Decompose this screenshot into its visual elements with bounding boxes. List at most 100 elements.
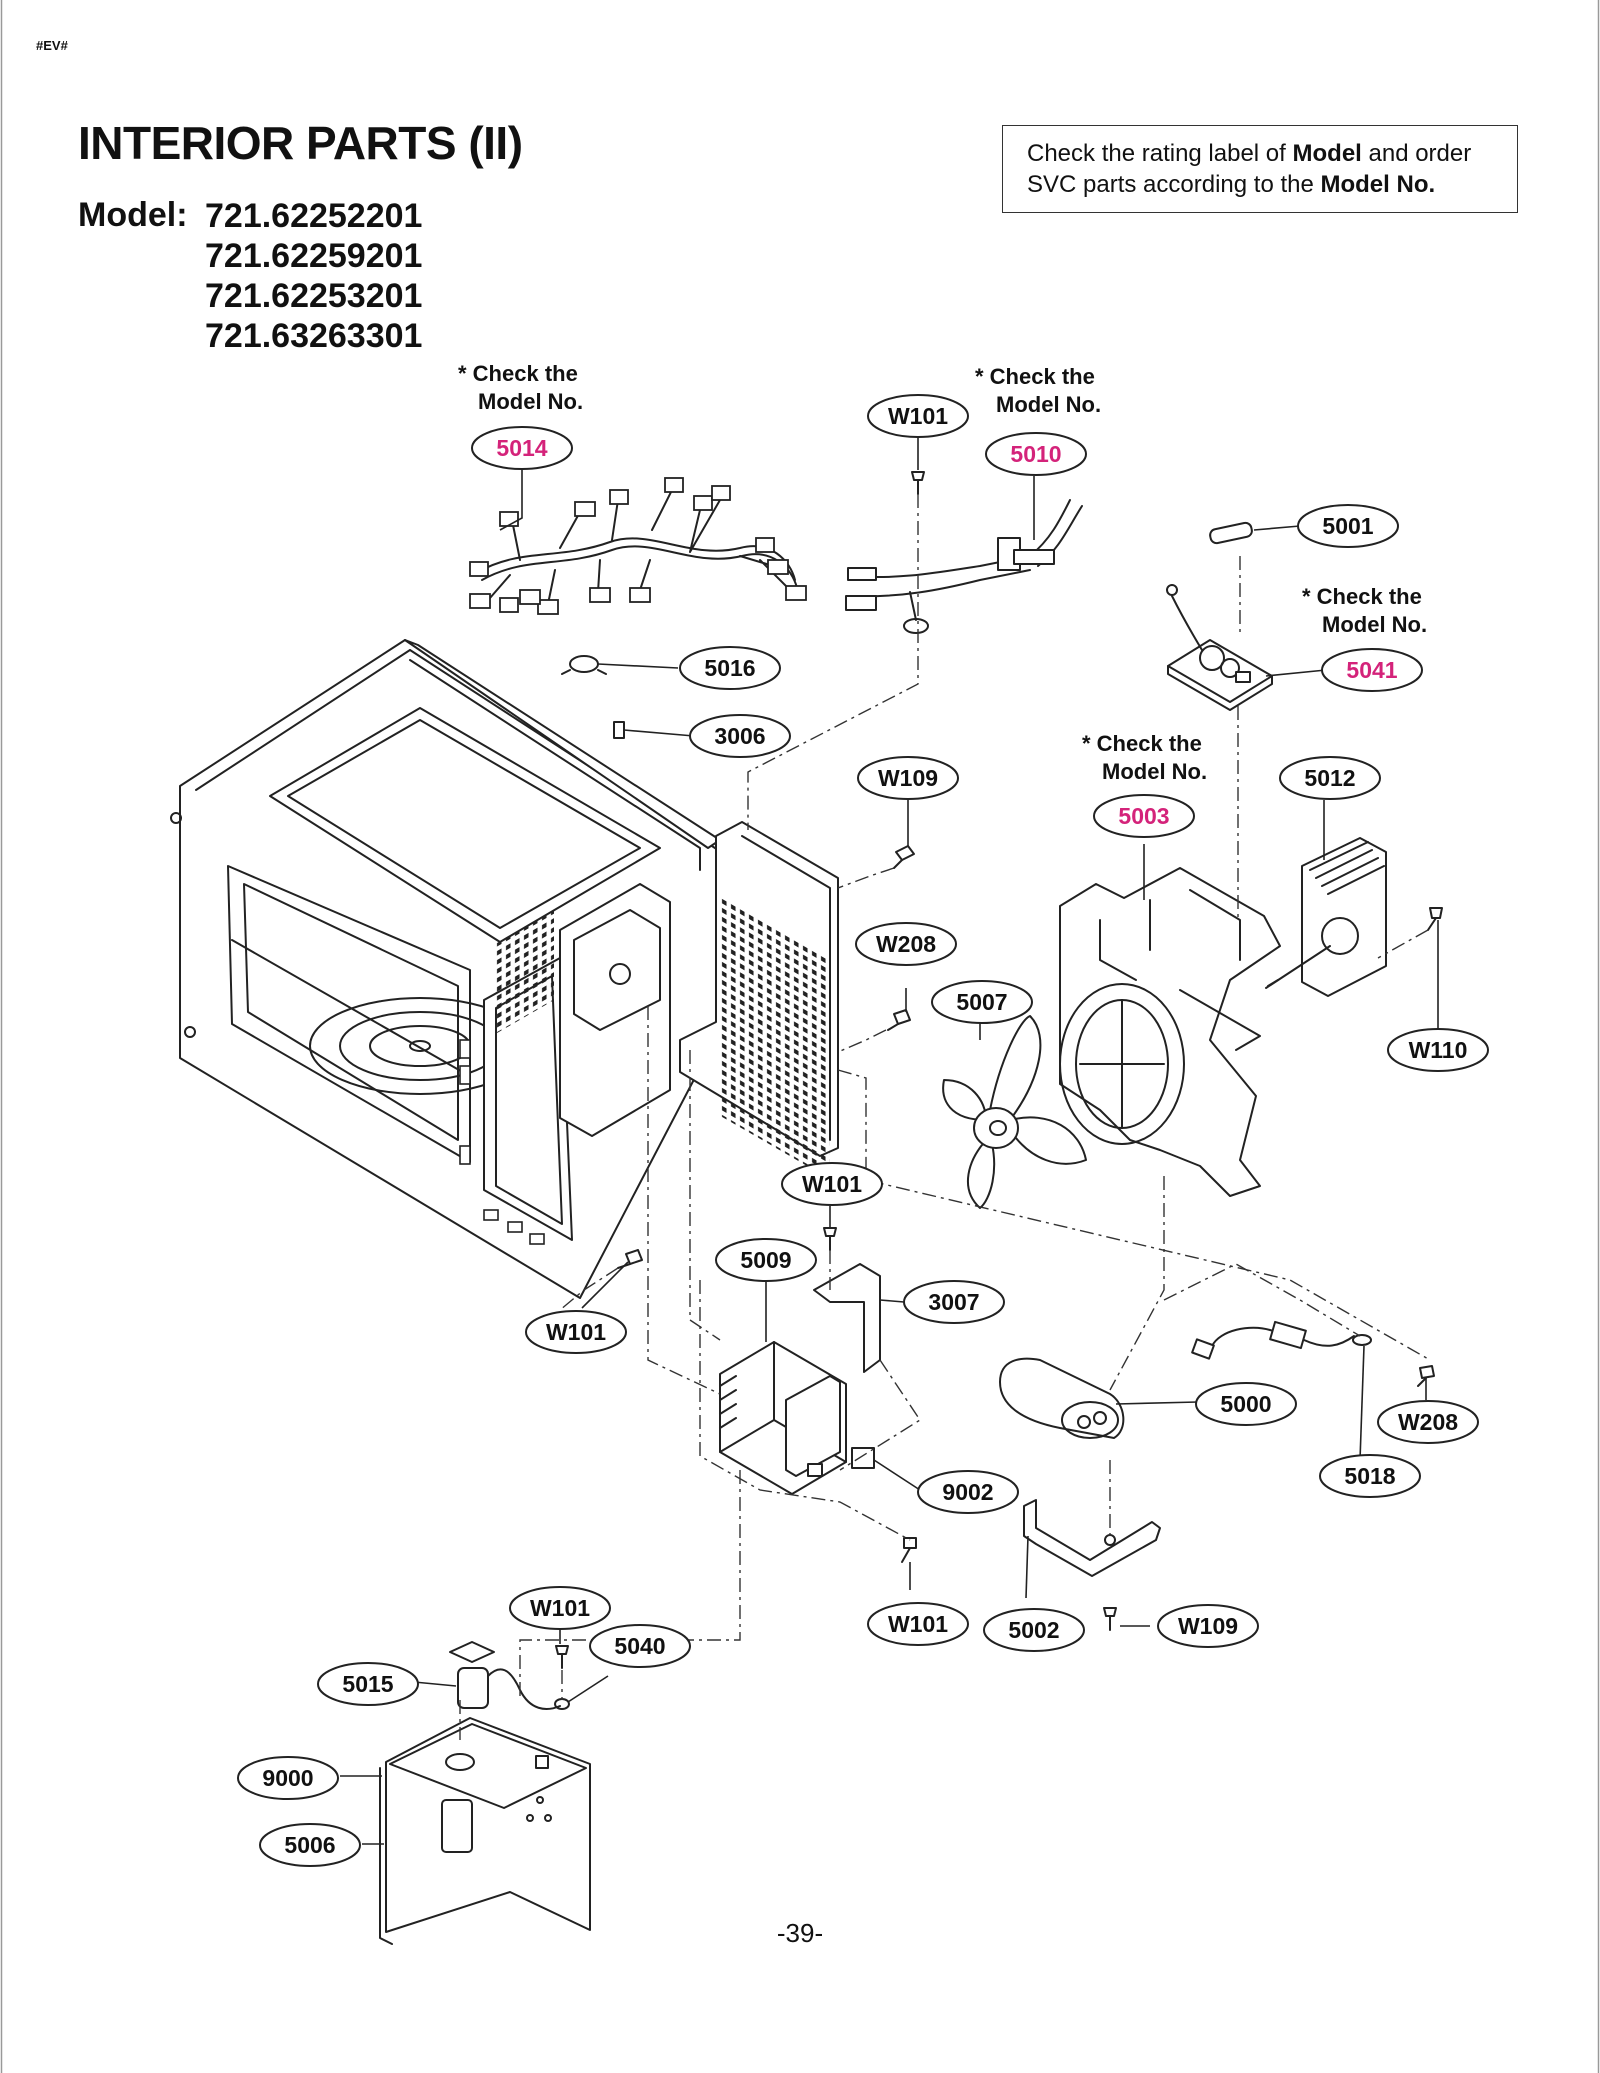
screw-icon — [1103, 1607, 1117, 1631]
model-number: 721.62252201 — [205, 197, 423, 235]
part-callout-9000: 9000 — [237, 1756, 339, 1800]
model-number: 721.63263301 — [205, 317, 423, 355]
model-note-line: Model No. — [996, 392, 1101, 417]
callout-label: 5006 — [284, 1832, 335, 1858]
screw-icon — [555, 1645, 569, 1669]
model-note-line: * Check the — [1302, 584, 1422, 609]
model-number: 721.62259201 — [205, 237, 423, 275]
model-note-line: * Check the — [975, 364, 1095, 389]
callout-label: 5000 — [1220, 1391, 1271, 1417]
screw-icon — [823, 1227, 837, 1251]
callout-label: W208 — [876, 931, 936, 957]
callout-label: W208 — [1398, 1409, 1458, 1435]
part-callout-5003: 5003 — [1093, 794, 1195, 838]
capacitor-bracket-drawing — [1023, 1499, 1161, 1577]
page-title: INTERIOR PARTS (II) — [78, 117, 523, 169]
model-note-line: * Check the — [458, 361, 578, 386]
callout-label: 5009 — [740, 1247, 791, 1273]
fan-motor-bracket-drawing — [1059, 867, 1281, 1197]
part-callout-5040: 5040 — [589, 1624, 691, 1668]
screw-icon — [887, 1009, 911, 1031]
model-number: 721.62253201 — [205, 277, 423, 315]
part-callout-5002: 5002 — [983, 1608, 1085, 1652]
callout-label: 5018 — [1344, 1463, 1395, 1489]
callout-label: W101 — [530, 1595, 590, 1621]
part-callout-5006: 5006 — [259, 1823, 361, 1867]
diode-drawing — [1191, 1320, 1372, 1360]
screw-icon — [893, 845, 915, 869]
part-callout-w101: W101 — [781, 1162, 883, 1206]
screw-icon — [1427, 907, 1443, 931]
callout-label: 5041 — [1346, 657, 1397, 683]
part-callout-w109: W109 — [857, 756, 959, 800]
callout-label: 3007 — [928, 1289, 979, 1315]
callout-label: 5014 — [496, 435, 547, 461]
part-callout-5041: 5041 — [1321, 648, 1423, 692]
magnetron-drawing — [719, 1341, 847, 1495]
callout-label: 3006 — [714, 723, 765, 749]
thermostat-drawing — [561, 655, 607, 675]
cavity-assembly-drawing — [170, 639, 839, 1299]
part-callout-w109: W109 — [1157, 1604, 1259, 1648]
part-callout-w101: W101 — [509, 1586, 611, 1630]
part-callout-5007: 5007 — [931, 980, 1033, 1024]
screw-icon — [617, 1249, 643, 1269]
callout-label: 5016 — [704, 655, 755, 681]
document-tag: #EV# — [36, 38, 68, 53]
part-callout-w208: W208 — [855, 922, 957, 966]
model-list: 721.62252201 721.62259201 721.62253201 7… — [205, 196, 422, 356]
drive-motor-drawing — [449, 1641, 495, 1709]
page-number: -39- — [776, 1918, 824, 1948]
callout-label: W109 — [1178, 1613, 1238, 1639]
part-callout-5018: 5018 — [1319, 1454, 1421, 1498]
model-note-line: Model No. — [1102, 759, 1207, 784]
part-callout-w208: W208 — [1377, 1400, 1479, 1444]
callout-label: 5003 — [1118, 803, 1169, 829]
magnetron-bracket-drawing — [813, 1263, 881, 1373]
callout-label: W109 — [878, 765, 938, 791]
callout-label: W101 — [888, 1611, 948, 1637]
cover-assembly-drawing — [379, 1717, 591, 1945]
wire-harness-drawing — [469, 477, 807, 615]
screw-icon — [1417, 1365, 1435, 1387]
clip-drawing — [613, 721, 625, 739]
model-label: Model: — [78, 196, 188, 234]
part-callout-5001: 5001 — [1297, 504, 1399, 548]
callout-label: 5001 — [1322, 513, 1373, 539]
callout-label: 5012 — [1304, 765, 1355, 791]
callout-label: 5007 — [956, 989, 1007, 1015]
callout-label: 5002 — [1008, 1617, 1059, 1643]
callout-label: 5040 — [614, 1633, 665, 1659]
power-cord-harness-drawing — [845, 499, 1083, 634]
part-callout-9002: 9002 — [917, 1470, 1019, 1514]
part-callout-3006: 3006 — [689, 714, 791, 758]
screw-icon — [911, 471, 925, 495]
part-callout-5016: 5016 — [679, 646, 781, 690]
capacitor-drawing — [999, 1357, 1125, 1439]
model-note-line: Model No. — [1322, 612, 1427, 637]
notice-box: Check the rating label of Model and orde… — [1002, 125, 1518, 213]
part-callout-w101: W101 — [867, 1602, 969, 1646]
part-callout-5009: 5009 — [715, 1238, 817, 1282]
notice-text: and order SVC parts according to the — [1027, 140, 1472, 198]
connector-drawing — [851, 1447, 875, 1469]
callout-label: 9002 — [942, 1479, 993, 1505]
model-note-line: Model No. — [478, 389, 583, 414]
callout-label: 5015 — [342, 1671, 393, 1697]
part-callout-5000: 5000 — [1195, 1382, 1297, 1426]
part-callout-w101: W101 — [867, 394, 969, 438]
part-callout-5010: 5010 — [985, 432, 1087, 476]
part-callout-5012: 5012 — [1279, 756, 1381, 800]
screw-icon — [901, 1537, 917, 1563]
callout-label: W101 — [546, 1319, 606, 1345]
fan-motor-drawing — [1265, 837, 1387, 997]
part-callout-w110: W110 — [1387, 1028, 1489, 1072]
notice-bold: Model No. — [1320, 171, 1436, 198]
ground-wire-drawing — [487, 1668, 570, 1710]
notice-text: Check the rating label of — [1027, 140, 1293, 167]
leader-lines — [340, 438, 1439, 1845]
part-callout-5014: 5014 — [471, 426, 573, 470]
callout-label: W110 — [1409, 1037, 1468, 1063]
callout-label: 9000 — [262, 1765, 313, 1791]
